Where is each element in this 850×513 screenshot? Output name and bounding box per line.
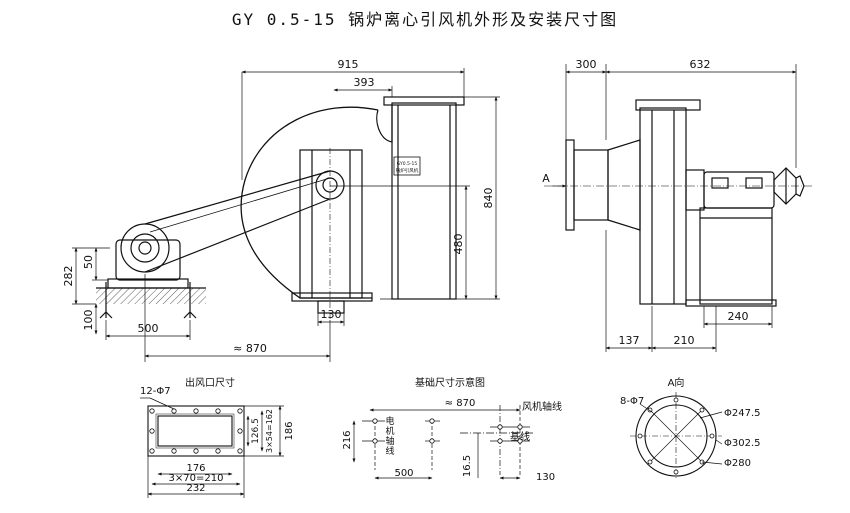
side-view-dimensions — [552, 64, 797, 352]
outlet-flange — [383, 96, 465, 106]
dim-480: 480 — [452, 234, 465, 255]
dim-137: 137 — [619, 334, 640, 347]
bearing-frame — [299, 149, 363, 299]
dim-130-main: 130 — [321, 308, 342, 321]
outlet-detail-holes — [149, 408, 243, 454]
dim-216: 216 — [342, 430, 353, 449]
motor-axis-label-4: 线 — [385, 445, 394, 457]
dim-632: 632 — [690, 58, 711, 71]
foundation-hatch — [96, 288, 206, 304]
dim-186: 186 — [284, 421, 295, 440]
dim-3x70: 3×70=210 — [169, 473, 224, 484]
a-view — [630, 392, 722, 480]
dim-302-5: Φ302.5 — [724, 438, 761, 449]
dim-393: 393 — [354, 76, 375, 89]
dim-280: Φ280 — [724, 458, 751, 469]
motor-axis-label-3: 轴 — [385, 435, 394, 447]
foundation-bolt-holes — [372, 418, 523, 444]
fan-axis-label: 风机轴线 — [522, 400, 562, 413]
dim-500-main: 500 — [138, 322, 159, 335]
inlet-flange — [565, 139, 575, 231]
nameplate — [393, 156, 421, 176]
outlet-opening — [157, 415, 233, 447]
view-arrow-a: A — [542, 172, 550, 185]
side-view — [544, 99, 812, 307]
dim-176: 176 — [186, 463, 205, 474]
dim-50: 50 — [82, 255, 95, 269]
outlet-detail — [147, 405, 245, 457]
casing-side — [639, 107, 687, 305]
a-view-leaders — [639, 403, 723, 465]
dim-840: 840 — [482, 188, 495, 209]
labels: 915 393 840 480 282 50 100 500 130 ≈ 870… — [62, 58, 761, 494]
dim-100: 100 — [82, 310, 95, 331]
baseline-label: 基线 — [510, 430, 530, 443]
dim-162: 3×54=162 — [265, 409, 274, 453]
dim-130-foundation: 130 — [536, 472, 555, 483]
motor-axis-label-1: 电 — [385, 415, 394, 427]
inlet-duct — [573, 149, 609, 221]
dim-915: 915 — [338, 58, 359, 71]
foundation-detail — [352, 405, 535, 480]
outlet-detail-title: 出风口尺寸 — [185, 376, 235, 389]
support-pedestal — [699, 207, 773, 305]
outlet-hole-label: 12-Φ7 — [140, 386, 171, 397]
dim-870-foundation: ≈ 870 — [445, 398, 476, 409]
outlet-duct — [391, 102, 457, 300]
bearing-block — [703, 171, 775, 209]
dim-126-5: 126.5 — [251, 418, 261, 444]
a-view-holes-label: 8-Φ7 — [620, 396, 644, 407]
outlet-flange-outer — [147, 405, 245, 457]
inlet-cone — [607, 139, 641, 231]
foundation-detail-title: 基础尺寸示意图 — [415, 376, 485, 389]
frame-base — [291, 292, 373, 302]
dim-210-side: 210 — [674, 334, 695, 347]
motor-axis-label-2: 机 — [385, 425, 394, 437]
dim-282: 282 — [62, 266, 75, 287]
front-view — [96, 96, 465, 320]
v-belt — [144, 170, 331, 225]
bearing-housing — [685, 169, 705, 211]
dim-16-5: 16.5 — [462, 455, 473, 477]
outlet-detail-dims — [140, 397, 284, 498]
motor-body — [115, 239, 181, 281]
volute-outlet — [376, 105, 393, 143]
dim-500-foundation: 500 — [394, 468, 413, 479]
nameplate-text-1: GY0.5-15 — [397, 161, 418, 167]
nameplate-text-2: 锅炉引风机 — [396, 167, 419, 174]
dim-870-main: ≈ 870 — [233, 342, 267, 355]
a-view-title: A向 — [668, 376, 685, 389]
dim-240: 240 — [728, 310, 749, 323]
front-view-dimensions — [72, 68, 500, 362]
fan-volute — [240, 106, 379, 299]
dim-300: 300 — [576, 58, 597, 71]
dim-232: 232 — [186, 483, 205, 494]
dim-247-5: Φ247.5 — [724, 408, 761, 419]
drawing-title: GY 0.5-15 锅炉离心引风机外形及安装尺寸图 — [231, 10, 619, 29]
